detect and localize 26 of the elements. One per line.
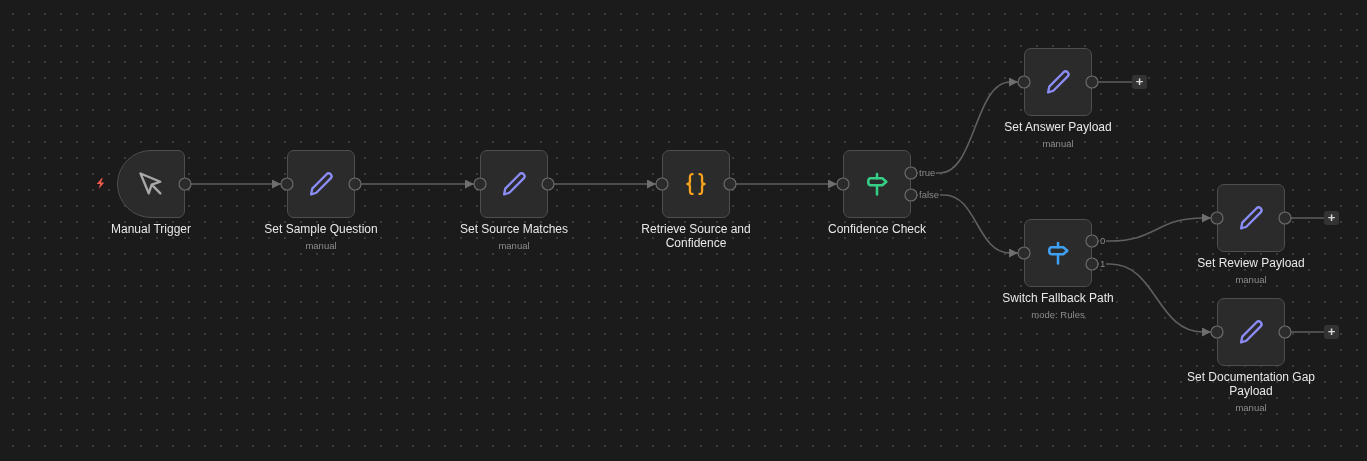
node-title: Set Sample Question — [264, 222, 378, 236]
node-title: Manual Trigger — [110, 222, 191, 236]
node-title: Confidence Check — [827, 222, 927, 236]
node-title: Set Review Payload — [1197, 256, 1305, 270]
node-title: Set Documentation Gap Payload — [1185, 370, 1317, 398]
edge-label: true — [918, 167, 937, 178]
node-subtitle: manual — [1042, 138, 1074, 150]
node-title: Switch Fallback Path — [1002, 291, 1114, 305]
node-subtitle: manual — [305, 240, 337, 252]
node-title: Set Answer Payload — [1004, 120, 1112, 134]
add-button: + — [1324, 211, 1339, 225]
edge-label: 1 — [1099, 258, 1107, 269]
edge-label: 0 — [1099, 235, 1107, 246]
connector-arrow — [190, 179, 282, 189]
node-subtitle: manual — [1235, 274, 1267, 286]
node-title: Set Source Matches — [459, 222, 569, 236]
node-subtitle: mode: Rules — [1031, 309, 1085, 321]
node-subtitle: manual — [1235, 402, 1267, 414]
node-title: Retrieve Source and Confidence — [640, 222, 752, 250]
edge-label: false — [918, 189, 941, 200]
add-button: + — [1324, 325, 1339, 339]
add-button: + — [1132, 75, 1147, 89]
connector-arrow — [360, 179, 475, 189]
node-subtitle: manual — [498, 240, 530, 252]
connector-arrow — [735, 179, 838, 189]
connector-arrow — [553, 179, 657, 189]
